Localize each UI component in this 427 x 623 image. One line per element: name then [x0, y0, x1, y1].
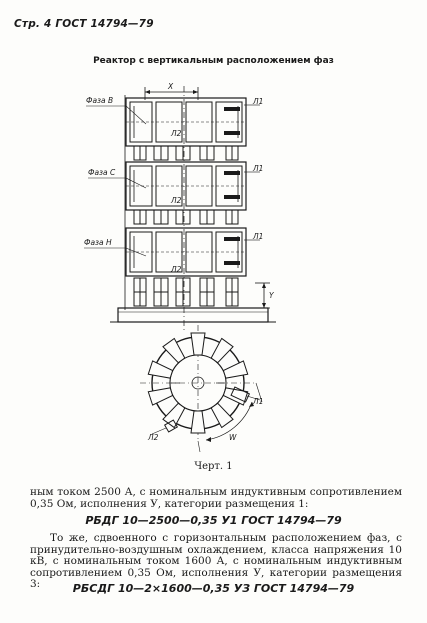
- lead-l1-top: Л1: [252, 97, 263, 106]
- page-header: Стр. 4 ГОСТ 14794—79: [14, 18, 154, 30]
- paragraph-1: ным током 2500 А, с номинальным индуктив…: [30, 486, 402, 510]
- figure-caption: Черт. 1: [194, 461, 233, 472]
- plan-lead-l2: Л2: [147, 433, 159, 442]
- formula-2: РБСДГ 10—2×1600—0,35 УЗ ГОСТ 14794—79: [72, 582, 355, 595]
- lead-l2-bottom: Л2: [170, 265, 182, 274]
- plan-lead-l1: Л1: [252, 397, 263, 406]
- lead-l2-top: Л2: [170, 129, 182, 138]
- dimension-w-label: W: [229, 433, 237, 442]
- formula-1: РБДГ 10—2500—0,35 У1 ГОСТ 14794—79: [85, 514, 342, 527]
- phase-label-c: Фаза С: [88, 168, 116, 177]
- phase-label-v: Фаза В: [86, 96, 113, 105]
- plan-view: W Л1 Л2: [140, 325, 263, 453]
- lead-l1-mid: Л1: [252, 164, 263, 173]
- phase-label-n: Фаза Н: [84, 238, 112, 247]
- dimension-y-label: Y: [269, 291, 275, 300]
- lead-l2-mid: Л2: [170, 196, 182, 205]
- figure-title: Реактор с вертикальным расположением фаз: [93, 56, 334, 66]
- dimension-x-label: X: [167, 82, 174, 91]
- lead-l1-bottom: Л1: [252, 232, 263, 241]
- paragraph-2: То же, сдвоенного с горизонтальным распо…: [30, 532, 402, 590]
